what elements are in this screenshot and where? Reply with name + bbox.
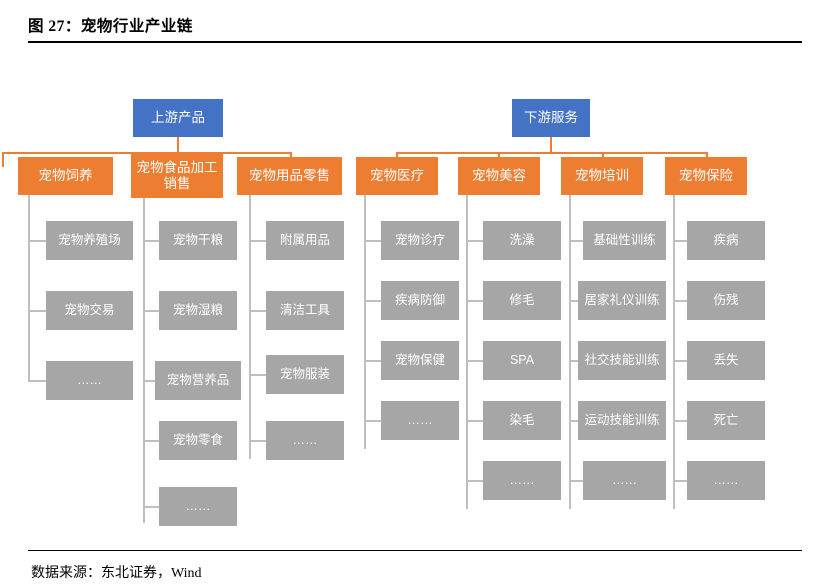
connector-pet-insurance-spine: [673, 195, 675, 509]
connector-pet-grooming-spine: [466, 195, 468, 509]
leaf-box[interactable]: 运动技能训练: [578, 401, 666, 440]
connector-upstream-bus: [2, 152, 292, 154]
leaf-box[interactable]: 宠物干粮: [159, 221, 237, 260]
connector-pet-medical-spine: [364, 195, 366, 449]
figure-source: 数据来源：东北证券，Wind: [31, 566, 202, 581]
node-downstream-root[interactable]: 下游服务: [512, 99, 590, 137]
connector-pet-grooming-stub-5: [466, 480, 483, 482]
connector-pet-insurance-stub-4: [673, 420, 687, 422]
leaf-box[interactable]: 居家礼仪训练: [578, 281, 666, 320]
leaf-box[interactable]: 染毛: [483, 401, 561, 440]
connector-pet-training-stub-2: [569, 300, 583, 302]
industry-chain-diagram: 上游产品 宠物饲养 宠物食品加工销售 宠物用品零售 宠物养殖场 宠物交易 …… …: [0, 46, 830, 546]
connector-pet-food-stub-4: [143, 440, 159, 442]
leaf-box[interactable]: 洗澡: [483, 221, 561, 260]
leaf-box[interactable]: 宠物诊疗: [381, 221, 459, 260]
node-pet-medical[interactable]: 宠物医疗: [356, 157, 438, 195]
connector-downstream-trunk: [550, 137, 552, 153]
connector-pet-grooming-stub-3: [466, 360, 483, 362]
leaf-box[interactable]: 宠物湿粮: [159, 291, 237, 330]
connector-pet-medical-stub-3: [364, 360, 381, 362]
connector-pet-insurance-stub-2: [673, 300, 687, 302]
connector-pet-supplies-stub-4: [249, 440, 266, 442]
connector-pet-insurance-stub-3: [673, 360, 687, 362]
source-divider: [28, 550, 802, 551]
connector-upstream-drop-1: [2, 152, 4, 167]
leaf-box[interactable]: ……: [159, 487, 237, 526]
connector-pet-training-spine: [569, 195, 571, 509]
leaf-box[interactable]: 宠物交易: [46, 291, 133, 330]
connector-pet-medical-stub-2: [364, 300, 381, 302]
connector-pet-training-stub-4: [569, 420, 583, 422]
node-pet-food[interactable]: 宠物食品加工销售: [131, 154, 223, 198]
node-pet-training[interactable]: 宠物培训: [561, 157, 643, 195]
connector-pet-training-stub-5: [569, 480, 583, 482]
title-divider: [28, 41, 802, 43]
connector-pet-raising-stub-3: [28, 380, 46, 382]
leaf-box[interactable]: 伤残: [687, 281, 765, 320]
leaf-box[interactable]: ……: [483, 461, 561, 500]
leaf-box[interactable]: 附属用品: [266, 221, 344, 260]
node-pet-supplies[interactable]: 宠物用品零售: [237, 157, 342, 195]
connector-pet-food-stub-3: [143, 380, 159, 382]
connector-pet-grooming-stub-2: [466, 300, 483, 302]
leaf-box[interactable]: 社交技能训练: [578, 341, 666, 380]
node-pet-grooming[interactable]: 宠物美容: [458, 157, 540, 195]
connector-pet-medical-stub-1: [364, 240, 381, 242]
connector-pet-food-stub-1: [143, 240, 159, 242]
leaf-box[interactable]: 疾病防御: [381, 281, 459, 320]
connector-pet-training-stub-3: [569, 360, 583, 362]
connector-pet-training-stub-1: [569, 240, 583, 242]
connector-pet-medical-stub-4: [364, 420, 381, 422]
leaf-box[interactable]: 修毛: [483, 281, 561, 320]
leaf-box[interactable]: 死亡: [687, 401, 765, 440]
node-pet-insurance[interactable]: 宠物保险: [665, 157, 747, 195]
connector-pet-supplies-stub-2: [249, 310, 266, 312]
connector-pet-raising-stub-1: [28, 240, 46, 242]
leaf-box[interactable]: 宠物保健: [381, 341, 459, 380]
node-pet-raising[interactable]: 宠物饲养: [18, 157, 113, 195]
connector-pet-supplies-stub-1: [249, 240, 266, 242]
connector-pet-food-stub-2: [143, 310, 159, 312]
leaf-box[interactable]: ……: [687, 461, 765, 500]
leaf-box[interactable]: SPA: [483, 341, 561, 380]
connector-pet-supplies-spine: [249, 195, 251, 459]
connector-upstream-trunk: [177, 137, 179, 153]
node-upstream-root[interactable]: 上游产品: [133, 99, 223, 137]
connector-pet-supplies-stub-3: [249, 374, 266, 376]
leaf-box[interactable]: ……: [381, 401, 459, 440]
connector-pet-raising-stub-2: [28, 310, 46, 312]
connector-downstream-bus: [396, 152, 708, 154]
leaf-box[interactable]: ……: [46, 361, 133, 400]
leaf-box[interactable]: 宠物零食: [159, 421, 237, 460]
connector-pet-food-stub-5: [143, 506, 159, 508]
connector-pet-insurance-stub-5: [673, 480, 687, 482]
connector-pet-grooming-stub-1: [466, 240, 483, 242]
leaf-box[interactable]: 宠物养殖场: [46, 221, 133, 260]
leaf-box[interactable]: 疾病: [687, 221, 765, 260]
leaf-box[interactable]: 清洁工具: [266, 291, 344, 330]
figure-title: 图 27：宠物行业产业链: [28, 18, 193, 35]
leaf-box[interactable]: 基础性训练: [583, 221, 666, 260]
leaf-box[interactable]: 宠物服装: [266, 355, 344, 394]
connector-pet-grooming-stub-4: [466, 420, 483, 422]
connector-pet-food-spine: [143, 198, 145, 523]
connector-pet-insurance-stub-1: [673, 240, 687, 242]
connector-pet-raising-spine: [28, 195, 30, 380]
leaf-box[interactable]: ……: [583, 461, 666, 500]
leaf-box[interactable]: ……: [266, 421, 344, 460]
leaf-box[interactable]: 丢失: [687, 341, 765, 380]
leaf-box[interactable]: 宠物营养品: [155, 361, 241, 400]
